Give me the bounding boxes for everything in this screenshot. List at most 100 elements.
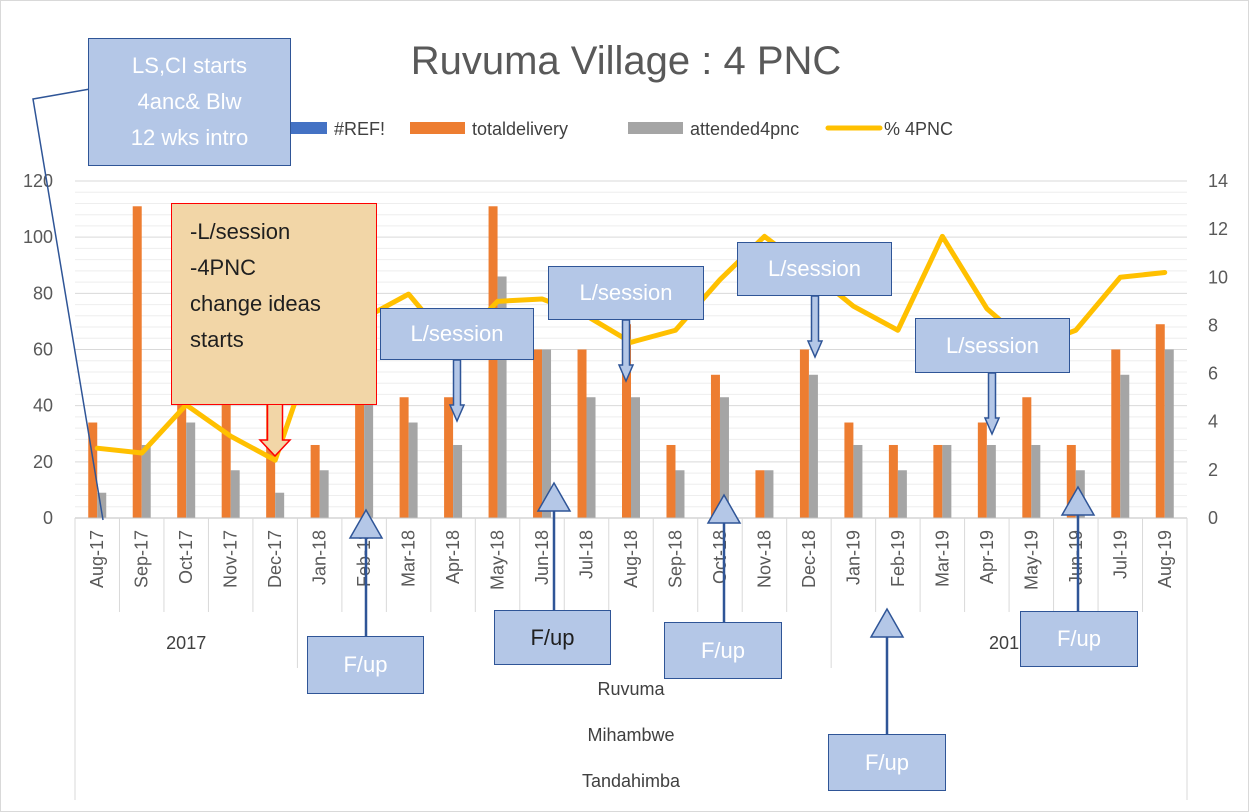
x-tick-label: Aug-19 [1155,530,1175,588]
hierarchy-label: Mihambwe [587,725,674,745]
x-tick-label: Jan-19 [843,530,863,585]
hierarchy-label: Ruvuma [597,679,665,699]
bar-attended4pnc-apr-18 [453,444,463,518]
bar-attended4pnc-dec-17 [275,492,285,518]
bar-totaldelivery-may-19 [1022,397,1032,518]
bar-attended4pnc-jan-19 [853,444,863,518]
bar-totaldelivery-dec-18 [799,349,809,518]
bar-totaldelivery-jul-18 [577,349,587,518]
x-tick-label: Sep-17 [132,530,152,588]
bar-attended4pnc-feb-18 [364,397,374,518]
y-right-tick-label: 2 [1208,460,1218,480]
x-tick-label: Jan-18 [310,530,330,585]
bar-totaldelivery-mar-19 [933,444,943,518]
bar-attended4pnc-may-18 [497,276,507,518]
bar-totaldelivery-feb-19 [888,444,898,518]
lsession-arrow-dec18 [806,295,824,359]
note-connector-line [32,88,104,521]
y-left-tick-label: 80 [33,283,53,303]
x-tick-label: Feb-18 [354,530,374,587]
bar-totaldelivery-feb-18 [355,349,365,518]
note-change-ideas: -L/session -4PNC change ideas starts [171,203,377,405]
bar-totaldelivery-jun-18 [533,349,543,518]
y-left-tick-label: 0 [43,508,53,528]
y-right-tick-label: 12 [1208,219,1228,239]
y-right-tick-label: 4 [1208,412,1218,432]
bar-totaldelivery-sep-18 [666,444,676,518]
bar-attended4pnc-nov-18 [764,470,774,518]
callout-fup-feb19: F/up [828,734,946,791]
bar-attended4pnc-feb-19 [897,470,907,518]
year-label: 2017 [166,633,206,653]
x-tick-label: Dec-17 [265,530,285,588]
bar-totaldelivery-apr-18 [444,397,454,518]
bar-attended4pnc-jul-19 [1120,374,1130,518]
callout-fup-oct18: F/up [664,622,782,679]
lsession-arrow-aug18 [617,319,635,383]
bar-attended4pnc-dec-18 [808,374,818,518]
bar-attended4pnc-apr-19 [986,444,996,518]
lsession-arrow-apr19 [983,372,1001,436]
legend-label: totaldelivery [472,119,568,139]
bar-attended4pnc-mar-18 [408,422,418,518]
legend-swatch [628,122,683,134]
callout-lsession-dec18: L/session [737,242,892,296]
bar-attended4pnc-nov-17 [230,470,240,518]
callout-fup-jun19: F/up [1020,611,1138,667]
legend-label: attended4pnc [690,119,799,139]
x-tick-label: Mar-19 [932,530,952,587]
legend-label: % 4PNC [884,119,953,139]
x-tick-label: Apr-19 [977,530,997,584]
bar-attended4pnc-aug-18 [631,397,640,518]
chart-legend: #REF! totaldelivery attended4pnc % 4PNC [272,119,953,139]
bar-attended4pnc-aug-17 [97,492,107,518]
y-left-tick-label: 40 [33,396,53,416]
bar-totaldelivery-oct-18 [710,374,720,518]
bar-attended4pnc-oct-17 [186,422,196,518]
bar-totaldelivery-nov-18 [755,470,765,518]
x-tick-label: Mar-18 [399,530,419,587]
year-label: 2019 [989,633,1029,653]
x-tick-label: Apr-18 [443,530,463,584]
callout-lsession-aug18: L/session [548,266,704,320]
x-tick-label: Aug-17 [87,530,107,588]
bar-totaldelivery-may-18 [488,206,498,518]
callout-lsession-apr18: L/session [380,308,534,360]
x-tick-label: Dec-18 [799,530,819,588]
bar-attended4pnc-sep-17 [141,444,151,518]
x-tick-label: May-18 [488,530,508,590]
y-left-tick-label: 100 [23,227,53,247]
y-right-tick-label: 6 [1208,364,1218,384]
bar-attended4pnc-sep-18 [675,470,685,518]
callout-fup-feb18: F/up [307,636,424,694]
bar-attended4pnc-aug-19 [1164,349,1174,518]
x-tick-label: Sep-18 [665,530,685,588]
legend-swatch [410,122,465,134]
lsession-arrow-apr18 [448,359,466,423]
bar-totaldelivery-jun-19 [1066,444,1076,518]
bar-totaldelivery-jan-19 [844,422,854,518]
bar-attended4pnc-may-19 [1031,444,1041,518]
fup-arrow-feb19 [869,607,905,638]
chart-title: Ruvuma Village : 4 PNC [411,39,842,83]
x-tick-label: Jun-19 [1066,530,1086,585]
x-tick-label: Aug-18 [621,530,641,588]
legend-label: #REF! [334,119,385,139]
bar-totaldelivery-sep-17 [132,206,142,518]
bar-totaldelivery-jul-19 [1111,349,1121,518]
bar-attended4pnc-jul-18 [586,397,596,518]
x-tick-label: Nov-18 [754,530,774,588]
y-right-tick-label: 8 [1208,315,1218,335]
x-tick-label: Jul-19 [1110,530,1130,579]
note-ls-ci-starts: LS,CI starts 4anc& Blw 12 wks intro [88,38,291,166]
fup-arrow-oct18 [706,493,742,524]
bar-totaldelivery-apr-19 [977,422,987,518]
bar-totaldelivery-mar-18 [399,397,409,518]
x-tick-label: Oct-17 [176,530,196,584]
fup-arrow-jun19 [1060,485,1096,516]
fup-arrow-feb18 [348,508,384,539]
x-tick-label: May-19 [1021,530,1041,590]
